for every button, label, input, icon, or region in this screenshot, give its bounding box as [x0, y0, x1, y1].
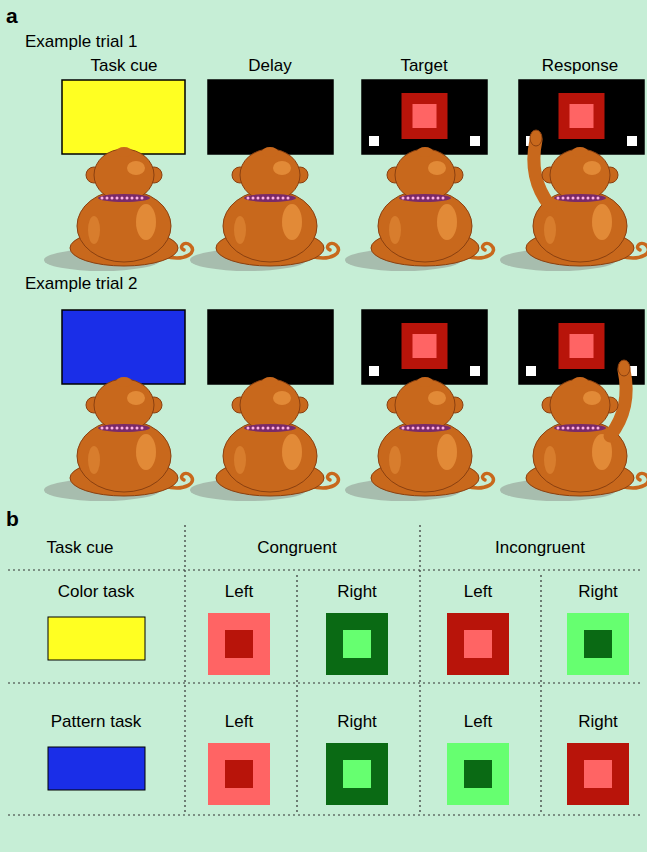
column-label: Left	[464, 583, 492, 602]
screen	[362, 310, 487, 384]
panel-letter: a	[6, 4, 18, 27]
color-cue	[48, 617, 145, 660]
phase-label: Task cue	[90, 57, 157, 76]
response-button	[470, 366, 480, 376]
monkey-figure	[345, 377, 493, 501]
target-outer	[559, 323, 605, 369]
column-label: Right	[578, 713, 618, 732]
phase-label: Response	[542, 57, 619, 76]
task-cue-screen	[62, 310, 185, 384]
table-header: Task cue	[46, 539, 113, 558]
table-rule	[296, 575, 297, 815]
table-rule	[540, 575, 541, 815]
target-inner	[570, 104, 594, 128]
stimulus-outer	[326, 613, 388, 675]
monkey-figure	[190, 377, 338, 501]
stimulus-outer	[447, 743, 509, 805]
table-header: Incongruent	[495, 539, 585, 558]
stimulus-inner	[584, 760, 612, 788]
stimulus-inner	[464, 760, 492, 788]
monkey-figure	[44, 377, 192, 501]
table-rule	[419, 525, 420, 815]
target-inner	[570, 334, 594, 358]
phase-label: Delay	[248, 57, 291, 76]
column-label: Left	[225, 713, 253, 732]
table-rule	[8, 814, 640, 815]
screen	[362, 80, 487, 154]
screen	[519, 310, 644, 384]
screen	[208, 80, 333, 154]
stimulus-inner	[343, 760, 371, 788]
stimulus-inner	[225, 760, 253, 788]
stimulus-outer	[208, 743, 270, 805]
monkey-figure	[190, 147, 338, 271]
row-label: Pattern task	[51, 713, 142, 732]
monkey-figure	[500, 360, 647, 501]
row-label: Color task	[58, 583, 135, 602]
stimulus-inner	[225, 630, 253, 658]
column-label: Right	[337, 713, 377, 732]
monkey-figure	[345, 147, 493, 271]
table-header: Congruent	[257, 539, 336, 558]
table-rule	[8, 569, 640, 570]
response-button	[369, 136, 379, 146]
column-label: Left	[225, 583, 253, 602]
monkey-figure	[44, 147, 192, 271]
column-label: Left	[464, 713, 492, 732]
target-outer	[559, 93, 605, 139]
trial-heading: Example trial 1	[25, 33, 137, 52]
pattern-cue	[48, 747, 145, 790]
screen	[208, 310, 333, 384]
response-button	[470, 136, 480, 146]
stimulus-outer	[567, 743, 629, 805]
phase-label: Target	[400, 57, 447, 76]
stimulus-outer	[326, 743, 388, 805]
panel-letter: b	[6, 507, 19, 530]
response-button	[369, 366, 379, 376]
table-rule	[184, 525, 185, 815]
task-cue-screen	[62, 80, 185, 154]
stimulus-inner	[464, 630, 492, 658]
column-label: Right	[578, 583, 618, 602]
screen	[519, 80, 644, 154]
response-button	[627, 136, 637, 146]
stimulus-inner	[584, 630, 612, 658]
table-rule	[8, 682, 640, 683]
stimulus-outer	[447, 613, 509, 675]
monkey-figure	[500, 130, 647, 271]
target-outer	[402, 93, 448, 139]
target-inner	[413, 104, 437, 128]
stimulus-outer	[567, 613, 629, 675]
stimulus-inner	[343, 630, 371, 658]
column-label: Right	[337, 583, 377, 602]
stimulus-outer	[208, 613, 270, 675]
trial-heading: Example trial 2	[25, 275, 137, 294]
response-button	[526, 366, 536, 376]
target-outer	[402, 323, 448, 369]
target-inner	[413, 334, 437, 358]
